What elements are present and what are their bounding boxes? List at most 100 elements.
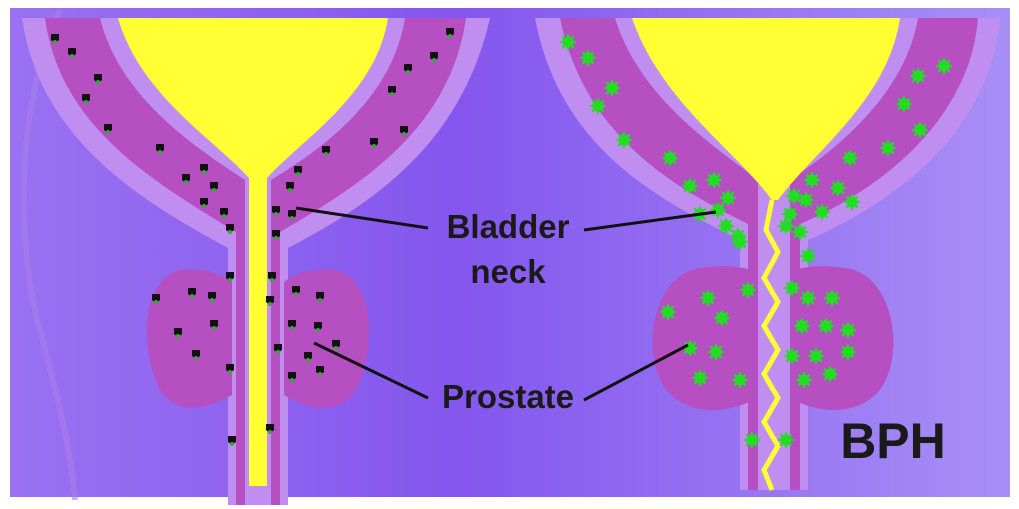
hyperplastic-cell-icon bbox=[731, 233, 749, 251]
hyperplastic-cell-icon bbox=[559, 33, 577, 51]
hyperplastic-cell-icon bbox=[817, 317, 835, 335]
hyperplastic-cell-icon bbox=[795, 371, 813, 389]
normal-cell-nucleus-icon bbox=[190, 294, 194, 298]
prostate-label: Prostate bbox=[442, 378, 574, 415]
normal-cell-nucleus-icon bbox=[276, 350, 280, 354]
normal-cell-nucleus-icon bbox=[106, 130, 110, 134]
hyperplastic-cell-icon bbox=[799, 289, 817, 307]
normal-cell-nucleus-icon bbox=[290, 378, 294, 382]
hyperplastic-cell-icon bbox=[719, 189, 737, 207]
normal-cell-nucleus-icon bbox=[402, 132, 406, 136]
normal-cell-nucleus-icon bbox=[274, 212, 278, 216]
normal-cell-nucleus-icon bbox=[222, 214, 226, 218]
normal-cell-nucleus-icon bbox=[290, 216, 294, 220]
hyperplastic-cell-icon bbox=[705, 171, 723, 189]
hyperplastic-cell-icon bbox=[813, 203, 831, 221]
normal-cell-nucleus-icon bbox=[318, 298, 322, 302]
hyperplastic-cell-icon bbox=[803, 171, 821, 189]
hyperplastic-cell-icon bbox=[717, 217, 735, 235]
hyperplastic-cell-icon bbox=[743, 431, 761, 449]
normal-cell-nucleus-icon bbox=[53, 40, 57, 44]
normal-cell-nucleus-icon bbox=[288, 188, 292, 192]
normal-cell-nucleus-icon bbox=[270, 278, 274, 282]
normal-cell-nucleus-icon bbox=[184, 180, 188, 184]
hyperplastic-cell-icon bbox=[661, 149, 679, 167]
bph-label: BPH bbox=[840, 413, 946, 469]
normal-cell-nucleus-icon bbox=[96, 80, 100, 84]
normal-cell-nucleus-icon bbox=[316, 328, 320, 332]
hyperplastic-cell-icon bbox=[821, 365, 839, 383]
normal-cell-nucleus-icon bbox=[212, 326, 216, 330]
hyperplastic-cell-icon bbox=[911, 121, 929, 139]
hyperplastic-cell-icon bbox=[879, 139, 897, 157]
hyperplastic-cell-icon bbox=[823, 289, 841, 307]
hyperplastic-cell-icon bbox=[935, 57, 953, 75]
hyperplastic-cell-icon bbox=[783, 279, 801, 297]
hyperplastic-cell-icon bbox=[839, 321, 857, 339]
hyperplastic-cell-icon bbox=[895, 95, 913, 113]
normal-cell-nucleus-icon bbox=[296, 172, 300, 176]
normal-cell-nucleus-icon bbox=[158, 150, 162, 154]
normal-cell-nucleus-icon bbox=[84, 100, 88, 104]
frame-right bbox=[1010, 0, 1019, 509]
hyperplastic-cell-icon bbox=[739, 281, 757, 299]
hyperplastic-cell-icon bbox=[799, 247, 817, 265]
normal-cell-nucleus-icon bbox=[432, 58, 436, 62]
hyperplastic-cell-icon bbox=[841, 149, 859, 167]
hyperplastic-cell-icon bbox=[615, 131, 633, 149]
normal-cell-nucleus-icon bbox=[294, 292, 298, 296]
hyperplastic-cell-icon bbox=[731, 371, 749, 389]
hyperplastic-cell-icon bbox=[843, 193, 861, 211]
normal-cell-nucleus-icon bbox=[212, 188, 216, 192]
normal-cell-nucleus-icon bbox=[274, 236, 278, 240]
hyperplastic-cell-icon bbox=[793, 317, 811, 335]
hyperplastic-cell-icon bbox=[829, 179, 847, 197]
bladder-neck-label-line1: Bladder bbox=[447, 208, 570, 245]
normal-cell-nucleus-icon bbox=[228, 278, 232, 282]
normal-cell-nucleus-icon bbox=[372, 144, 376, 148]
normal-cell-nucleus-icon bbox=[202, 170, 206, 174]
normal-cell-nucleus-icon bbox=[202, 204, 206, 208]
normal-cell-nucleus-icon bbox=[194, 356, 198, 360]
normal-cell-nucleus-icon bbox=[210, 298, 214, 302]
normal-cell-nucleus-icon bbox=[406, 70, 410, 74]
normal-cell-nucleus-icon bbox=[290, 326, 294, 330]
normal-cell-nucleus-icon bbox=[70, 54, 74, 58]
hyperplastic-cell-icon bbox=[777, 431, 795, 449]
hyperplastic-cell-icon bbox=[603, 79, 621, 97]
hyperplastic-cell-icon bbox=[589, 97, 607, 115]
normal-cell-nucleus-icon bbox=[176, 334, 180, 338]
hyperplastic-cell-icon bbox=[807, 347, 825, 365]
normal-cell-nucleus-icon bbox=[390, 92, 394, 96]
hyperplastic-cell-icon bbox=[681, 177, 699, 195]
hyperplastic-cell-icon bbox=[785, 187, 803, 205]
frame-left bbox=[0, 0, 10, 509]
hyperplastic-cell-icon bbox=[659, 303, 677, 321]
normal-cell-nucleus-icon bbox=[318, 372, 322, 376]
hyperplastic-cell-icon bbox=[909, 67, 927, 85]
hyperplastic-cell-icon bbox=[777, 217, 795, 235]
hyperplastic-cell-icon bbox=[709, 201, 727, 219]
normal-cell-nucleus-icon bbox=[448, 34, 452, 38]
normal-cell-nucleus-icon bbox=[228, 370, 232, 374]
bladder-neck-label-line2: neck bbox=[470, 253, 546, 290]
frame-bottom bbox=[0, 497, 1019, 509]
normal-cell-nucleus-icon bbox=[268, 430, 272, 434]
hyperplastic-cell-icon bbox=[839, 343, 857, 361]
normal-cell-nucleus-icon bbox=[334, 346, 338, 350]
hyperplastic-cell-icon bbox=[691, 369, 709, 387]
hyperplastic-cell-icon bbox=[707, 343, 725, 361]
frame-top bbox=[0, 0, 1019, 8]
hyperplastic-cell-icon bbox=[713, 309, 731, 327]
normal-cell-nucleus-icon bbox=[268, 302, 272, 306]
hyperplastic-cell-icon bbox=[579, 49, 597, 67]
hyperplastic-cell-icon bbox=[797, 191, 815, 209]
normal-cell-nucleus-icon bbox=[230, 442, 234, 446]
hyperplastic-cell-icon bbox=[699, 289, 717, 307]
normal-cell-nucleus-icon bbox=[228, 230, 232, 234]
normal-cell-nucleus-icon bbox=[154, 300, 158, 304]
hyperplastic-cell-icon bbox=[781, 205, 799, 223]
normal-cell-nucleus-icon bbox=[306, 358, 310, 362]
normal-cell-nucleus-icon bbox=[324, 152, 328, 156]
